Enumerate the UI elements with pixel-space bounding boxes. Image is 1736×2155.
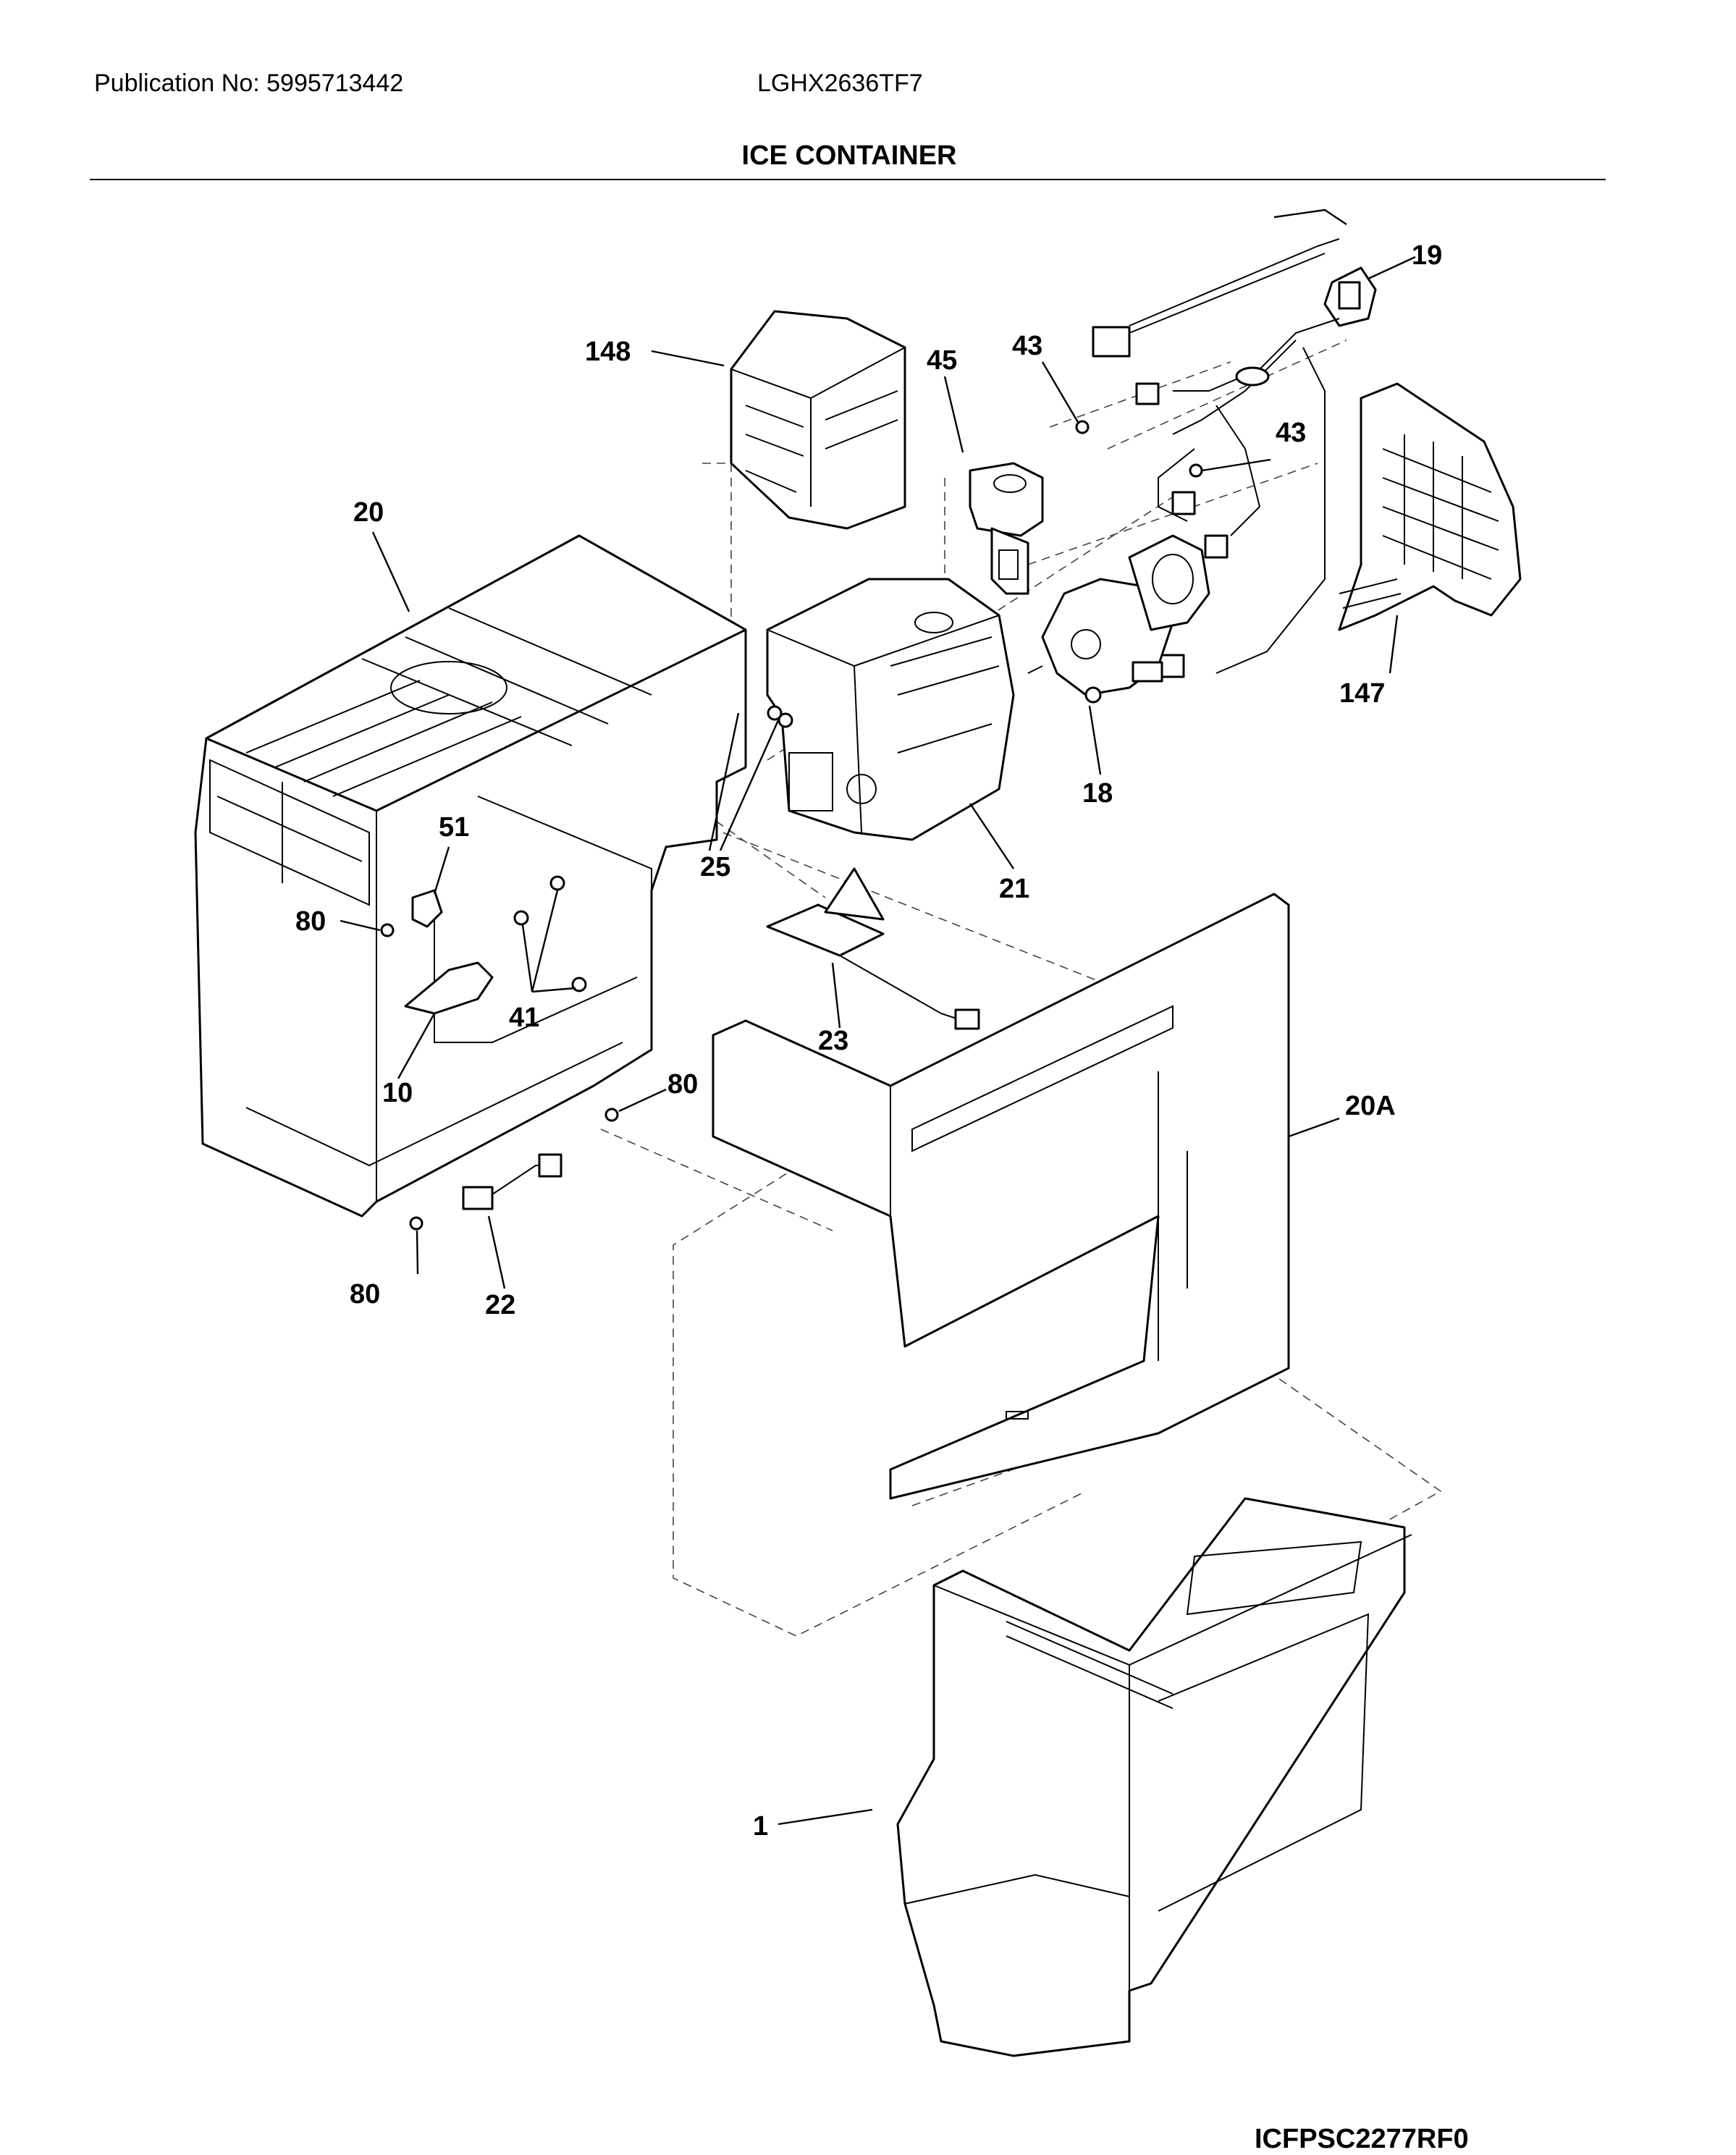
leader-lines bbox=[340, 256, 1416, 1826]
part-51-clip bbox=[411, 889, 443, 928]
part-41-screws bbox=[513, 875, 587, 992]
part-20-container-frame bbox=[194, 534, 747, 1218]
callout-51: 51 bbox=[439, 812, 469, 843]
callout-41: 41 bbox=[509, 1003, 539, 1033]
callout-43-lower: 43 bbox=[1276, 418, 1306, 448]
callout-labels: 148 45 43 43 19 20 147 18 25 21 51 80 41… bbox=[295, 240, 1442, 1842]
callout-43-upper: 43 bbox=[1012, 331, 1042, 361]
part-23-sensor bbox=[766, 867, 980, 1030]
callout-1: 1 bbox=[753, 1811, 768, 1842]
callout-10: 10 bbox=[382, 1078, 413, 1108]
callout-20A: 20A bbox=[1345, 1091, 1396, 1121]
model-number: LGHX2636TF7 bbox=[757, 69, 923, 97]
callout-18: 18 bbox=[1082, 778, 1113, 809]
part-20A-front-bezel bbox=[712, 893, 1290, 1500]
page-title: ICE CONTAINER bbox=[741, 140, 957, 171]
part-18-auger-motor bbox=[1027, 534, 1210, 704]
publication-number: Publication No: 5995713442 bbox=[94, 69, 404, 97]
callout-148: 148 bbox=[585, 337, 631, 367]
part-21-auger-housing bbox=[766, 578, 1015, 841]
callout-22: 22 bbox=[485, 1290, 515, 1320]
part-43-screw-a bbox=[1075, 420, 1090, 434]
part-80-screw-c bbox=[409, 1216, 424, 1231]
callout-19: 19 bbox=[1412, 240, 1442, 271]
callout-80-left: 80 bbox=[295, 906, 326, 937]
diagram-code: ICFPSC2277RF0 bbox=[1255, 2124, 1469, 2154]
part-19-wire-harness bbox=[1092, 208, 1377, 678]
part-43-screw-b bbox=[1189, 463, 1203, 478]
part-80-screw-a bbox=[380, 923, 395, 937]
part-80-screw-b bbox=[604, 1108, 619, 1122]
part-45-water-valve bbox=[969, 462, 1044, 595]
part-148-cover bbox=[730, 310, 906, 530]
callout-20: 20 bbox=[353, 497, 384, 528]
callout-25: 25 bbox=[700, 852, 730, 882]
callout-147: 147 bbox=[1339, 678, 1385, 709]
part-22-thermistor bbox=[462, 1153, 562, 1210]
part-1-ice-bucket bbox=[896, 1497, 1412, 2057]
callout-23: 23 bbox=[818, 1026, 848, 1056]
callout-21: 21 bbox=[999, 874, 1029, 904]
callout-45: 45 bbox=[927, 345, 957, 376]
callout-80-bottom: 80 bbox=[350, 1279, 380, 1310]
header-rule bbox=[90, 179, 1606, 180]
part-147-grille-cover bbox=[1338, 382, 1522, 631]
callout-80-middle: 80 bbox=[667, 1069, 698, 1100]
